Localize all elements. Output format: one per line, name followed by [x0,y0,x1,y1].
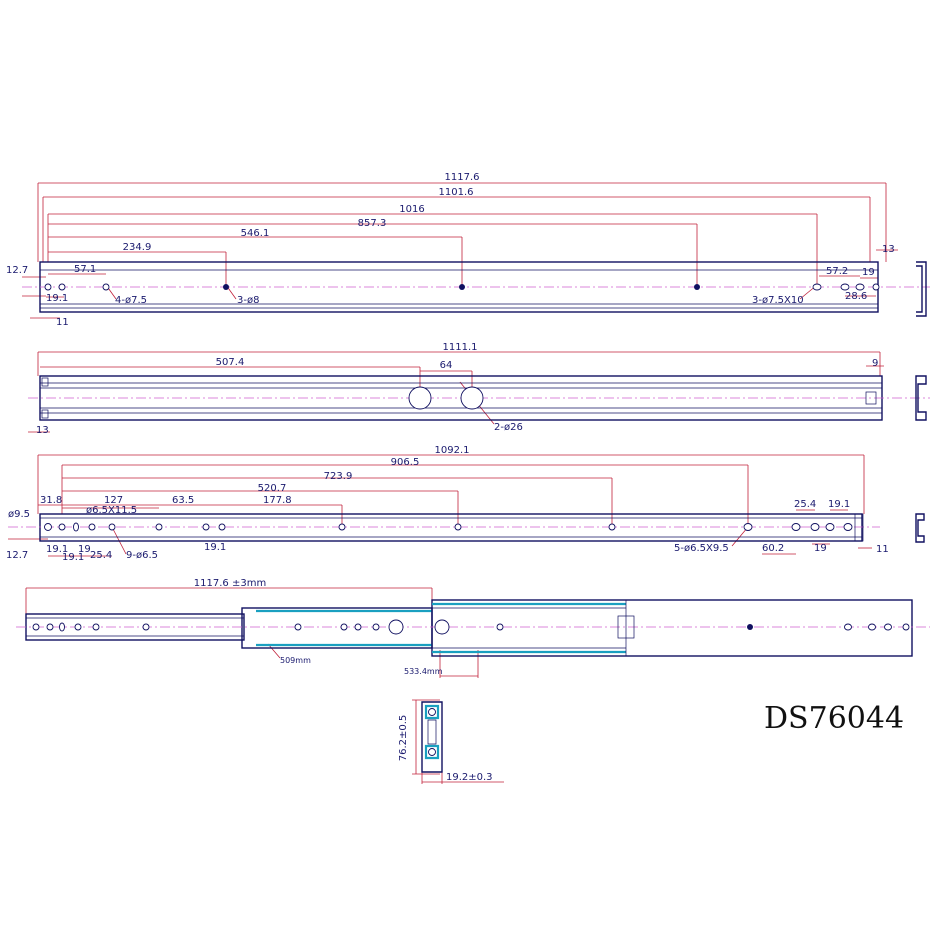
view3-dim-d6: 63.5 [172,495,194,506]
view1-holes [44,283,880,291]
view2-dim-to-hole: 507.4 [216,357,245,368]
view1-dim-fourth: 857.3 [358,218,387,229]
section-outline [421,701,443,773]
view4-dim-travel-b: 533.4mm [404,667,443,676]
view3-note-slots: 5-ø6.5X9.5 [674,543,729,554]
view3-dim-d2: 723.9 [324,471,353,482]
view2-note-big-holes: 2-ø26 [494,422,523,433]
view3-dim-d5: 127 [104,495,123,506]
model-label: DS76044 [764,701,904,736]
ext-outer-member [431,599,913,657]
view-1-outer-member: 1117.6 1101.6 1016 857.3 546.1 234.9 12.… [6,172,930,328]
view1-end-profile [916,261,927,317]
view1-dim-second: 1101.6 [439,187,474,198]
view3-dim-slot: ø6.5X11.5 [86,505,137,516]
ext-intermediate-member [241,607,433,649]
view3-dim-s1: 19.1 [46,544,68,555]
view1-dim-overall: 1117.6 [445,172,480,183]
view4-dim-extended: 1117.6 ±3mm [194,578,266,589]
view1-dim-right-c: 28.6 [845,291,867,302]
view2-big-hole-2 [460,386,484,410]
view2-dim-hole-spacing: 64 [440,360,453,371]
view3-dim-s5: 19.1 [204,542,226,553]
view2-dim-overall: 1111.1 [443,342,478,353]
view1-dim-right-a: 57.2 [826,266,848,277]
view1-dim-right-end: 13 [882,244,895,255]
view1-note-holes-left: 4-ø7.5 [115,295,147,306]
view1-note-holes-mid: 3-ø8 [237,295,259,306]
view1-note-slots-right: 3-ø7.5X10 [752,295,804,306]
ext-latch [617,615,635,639]
section-height: 76.2±0.5 [398,715,409,762]
view2-dim-right-end: 9 [872,358,878,369]
view2-end-profile [915,375,927,421]
view3-dim-dia-end: ø9.5 [8,509,30,520]
view1-dim-left-first: 57.1 [74,264,96,275]
view3-dim-s4: 25.4 [90,550,112,561]
view3-dim-d1: 906.5 [391,457,420,468]
view1-dim-fifth: 546.1 [241,228,270,239]
view-4-extended-assembly: 1117.6 ±3mm 509mm 533.4mm [16,578,930,678]
view3-dim-s3: 19 [78,544,91,555]
view3-dim-left-height: 12.7 [6,550,28,561]
view4-dim-travel-a: 509mm [280,656,311,665]
view4-holes [32,619,910,635]
view2-dimension-lines [28,351,884,433]
view3-dim-right-d: 19 [814,543,827,554]
view4-dimension-lines [25,587,479,678]
view3-dim-overall: 1092.1 [435,445,470,456]
view3-note-holes: 9-ø6.5 [126,550,158,561]
view3-holes [44,522,853,532]
view3-dim-right-a: 25.4 [794,499,816,510]
view-2-intermediate-member: 1111.1 507.4 64 9 13 2-ø26 [28,342,930,436]
view1-dim-sixth: 234.9 [123,242,152,253]
view3-end-profile [915,513,925,543]
view1-dim-third: 1016 [399,204,424,215]
section-width: 19.2±0.3 [446,772,493,783]
view1-dim-left-bottom: 11 [56,317,69,328]
view2-big-hole-1 [408,386,432,410]
view3-dim-right-end: 11 [876,544,889,555]
view3-dim-right-c: 60.2 [762,543,784,554]
view3-dim-d3: 520.7 [258,483,287,494]
view1-dim-right-b: 19 [862,267,875,278]
view3-dim-right-b: 19.1 [828,499,850,510]
view1-dim-left-height: 12.7 [6,265,28,276]
view1-dim-left-small: 19.1 [46,293,68,304]
view3-dim-d4: 31.8 [40,495,62,506]
view1-dimension-lines [22,182,898,319]
view3-dimension-lines [8,454,872,557]
view3-dim-s2: 19.1 [62,552,84,563]
view3-dim-d7: 177.8 [263,495,292,506]
cross-section-view: 76.2±0.5 19.2±0.3 [398,699,504,784]
view2-dim-left-end: 13 [36,425,49,436]
inner-rail-body [39,513,863,542]
view-3-inner-member: 1092.1 906.5 723.9 520.7 31.8 127 63.5 1… [6,445,925,563]
